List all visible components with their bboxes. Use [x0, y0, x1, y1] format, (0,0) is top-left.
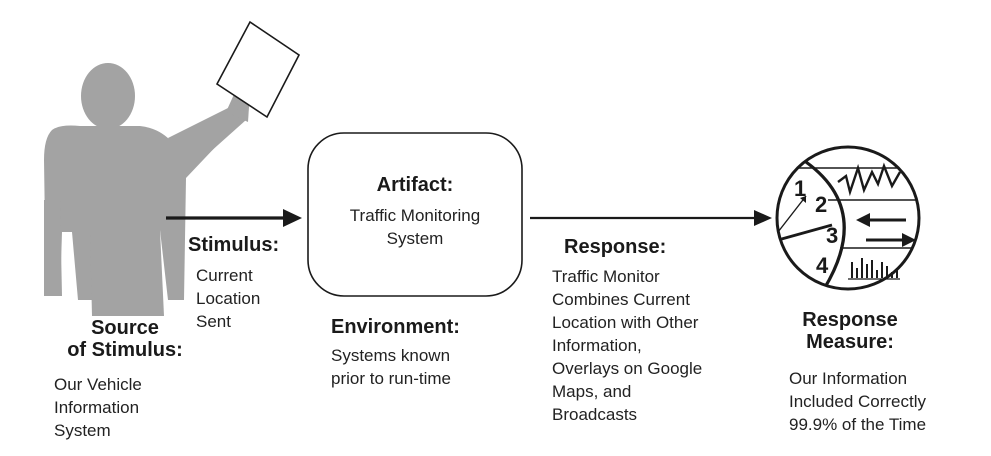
source-detail-line-3: System [54, 421, 111, 440]
artifact-detail-line-2: System [386, 229, 444, 248]
response-measure-heading-line-2: Measure: [806, 331, 894, 353]
source-heading: Source of Stimulus: [50, 317, 200, 361]
response-measure-detail-line-1: Our Information [789, 369, 908, 388]
environment-heading: Environment: [331, 316, 460, 338]
response-detail-line-6: Maps, and [552, 382, 632, 401]
response-measure-detail-line-2: Included Correctly [789, 392, 927, 411]
artifact-detail-line-1: Traffic Monitoring [349, 206, 481, 225]
response-heading: Response: [564, 236, 667, 258]
source-heading-line-2: of Stimulus: [67, 339, 183, 361]
stimulus-detail: Current Location Sent [196, 264, 260, 333]
stimulus-arrow [166, 209, 302, 227]
source-detail-line-2: Information [54, 398, 140, 417]
source-detail-line-1: Our Vehicle [54, 375, 142, 394]
artifact-heading: Artifact: [376, 174, 454, 196]
stimulus-detail-line-2: Location [196, 289, 261, 308]
stimulus-detail-line-1: Current [196, 266, 253, 285]
response-measure-detail: Our Information Included Correctly 99.9%… [789, 367, 926, 436]
response-arrow [530, 210, 772, 226]
response-detail: Traffic Monitor Combines Current Locatio… [552, 265, 702, 426]
response-detail-line-5: Overlays on Google [552, 359, 703, 378]
response-detail-line-7: Broadcasts [552, 405, 638, 424]
source-detail: Our Vehicle Information System [54, 373, 142, 442]
environment-detail-line-1: Systems known [331, 346, 451, 365]
environment-detail-line-2: prior to run-time [331, 369, 451, 388]
dial-number-2: 2 [815, 192, 827, 217]
dial-number-3: 3 [826, 223, 838, 248]
response-detail-line-3: Location with Other [552, 313, 699, 332]
stimulus-heading: Stimulus: [188, 234, 280, 256]
response-detail-line-2: Combines Current [552, 290, 690, 309]
environment-detail: Systems known prior to run-time [331, 344, 451, 390]
stimulus-detail-line-3: Sent [196, 312, 231, 331]
artifact-detail: Traffic Monitoring System [308, 204, 522, 250]
response-detail-line-1: Traffic Monitor [552, 267, 660, 286]
measure-dial: 1 2 3 4 [775, 145, 921, 291]
response-measure-heading-line-1: Response [802, 309, 898, 331]
response-detail-line-4: Information, [552, 336, 642, 355]
dial-number-1: 1 [794, 176, 806, 201]
paper-sheet [215, 20, 301, 119]
person-figure [44, 63, 251, 316]
dial-number-4: 4 [816, 253, 829, 278]
response-measure-heading: Response Measure: [780, 309, 920, 353]
response-measure-detail-line-3: 99.9% of the Time [789, 415, 927, 434]
artifact-box [307, 132, 523, 297]
source-heading-line-1: Source [91, 317, 159, 339]
